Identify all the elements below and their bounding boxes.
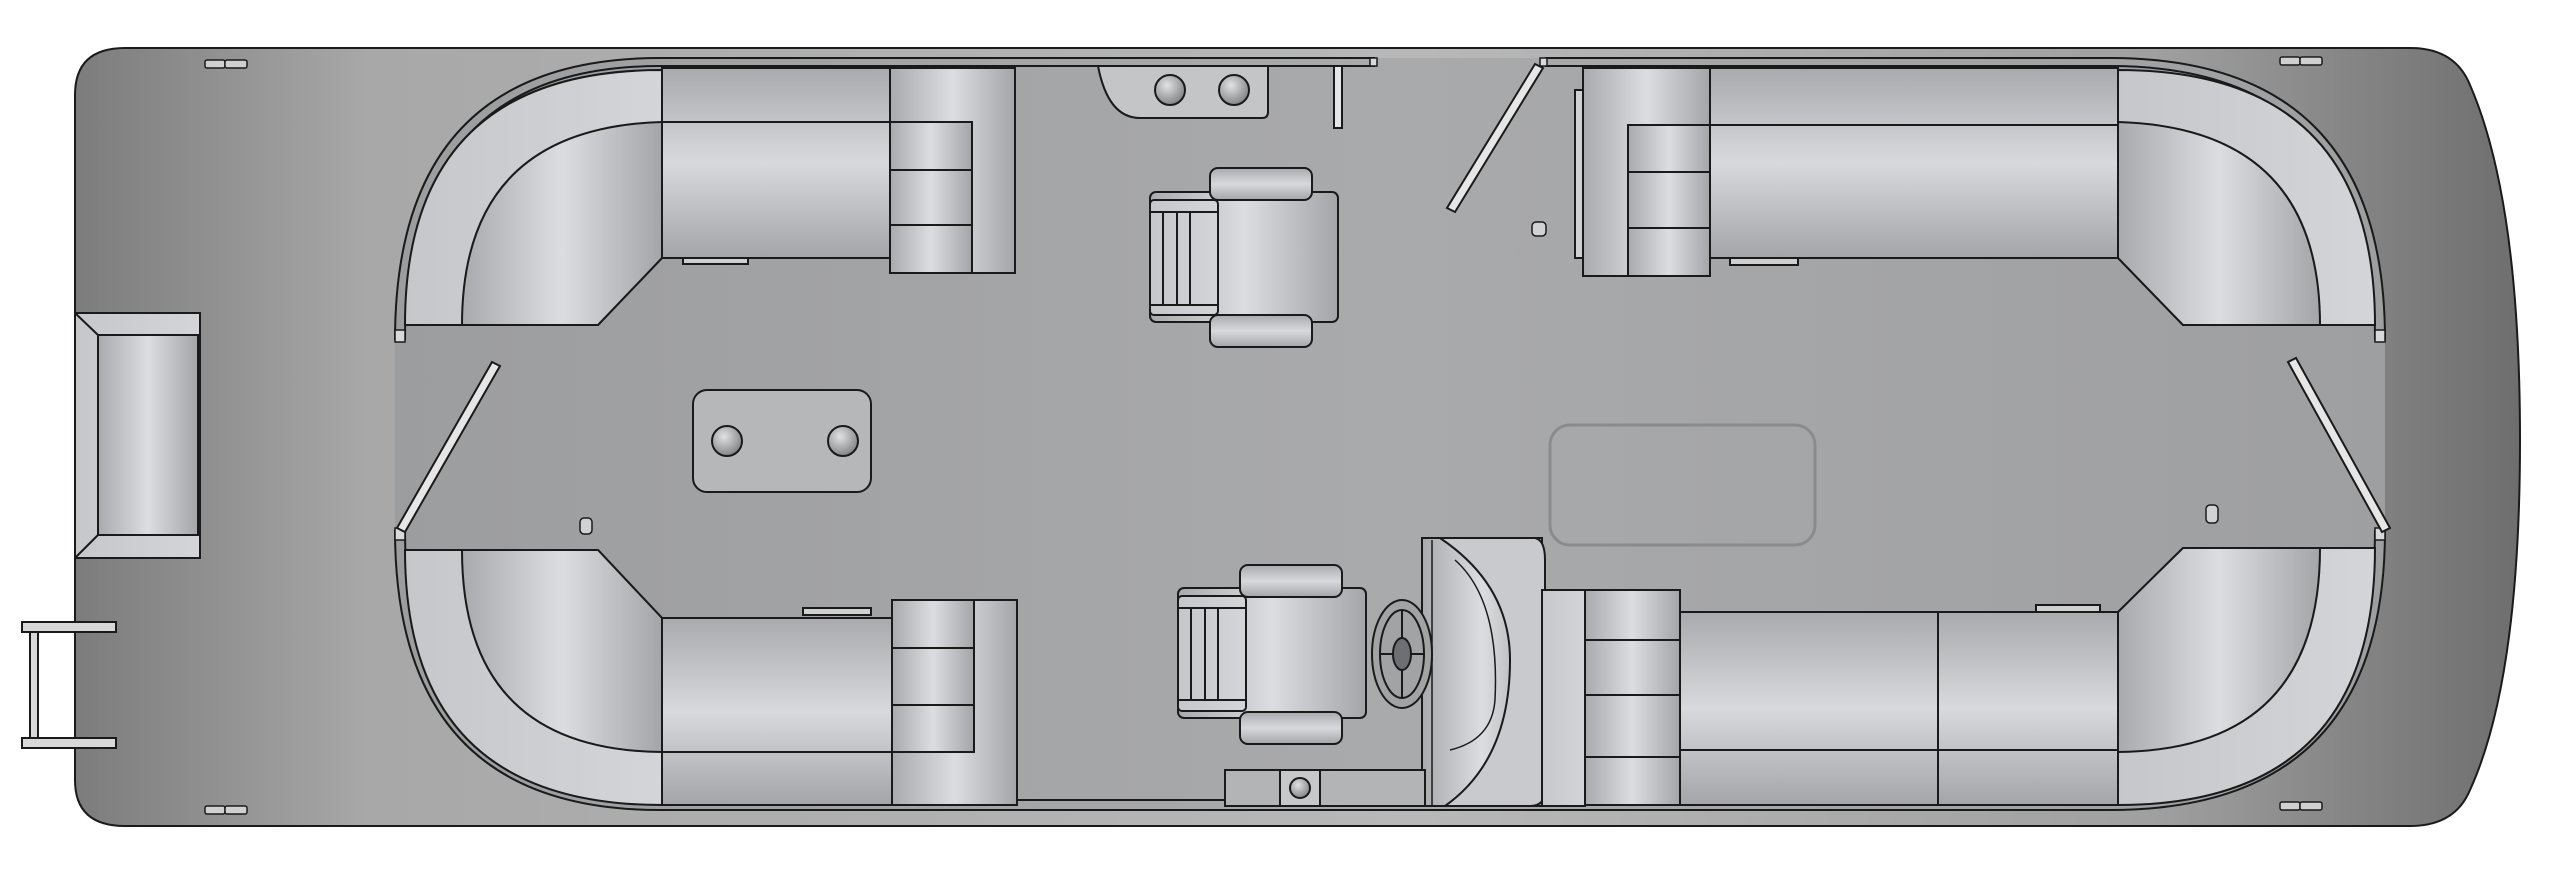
rear-platform-hatch [74, 312, 201, 559]
deck-cleats [204, 56, 2323, 815]
steering-wheel-icon [1371, 599, 1433, 709]
rear-port-lounge [403, 67, 1016, 326]
boarding-ladder [21, 621, 117, 749]
table-center-rear [692, 389, 872, 493]
deck-fixtures [579, 221, 2219, 535]
bow-starboard-lounge [1584, 547, 2377, 807]
captain-chair-helm [1177, 564, 1367, 745]
helm-console [1421, 537, 1586, 807]
table-footprint-outline [1548, 423, 1817, 547]
captain-chair-rear [1149, 167, 1339, 348]
table-top-center [1096, 65, 1269, 119]
helm-side-storage [1224, 769, 1426, 807]
bow-port-lounge [1574, 67, 2377, 326]
rear-starboard-lounge [403, 549, 1018, 807]
entry-gates [395, 62, 2392, 534]
